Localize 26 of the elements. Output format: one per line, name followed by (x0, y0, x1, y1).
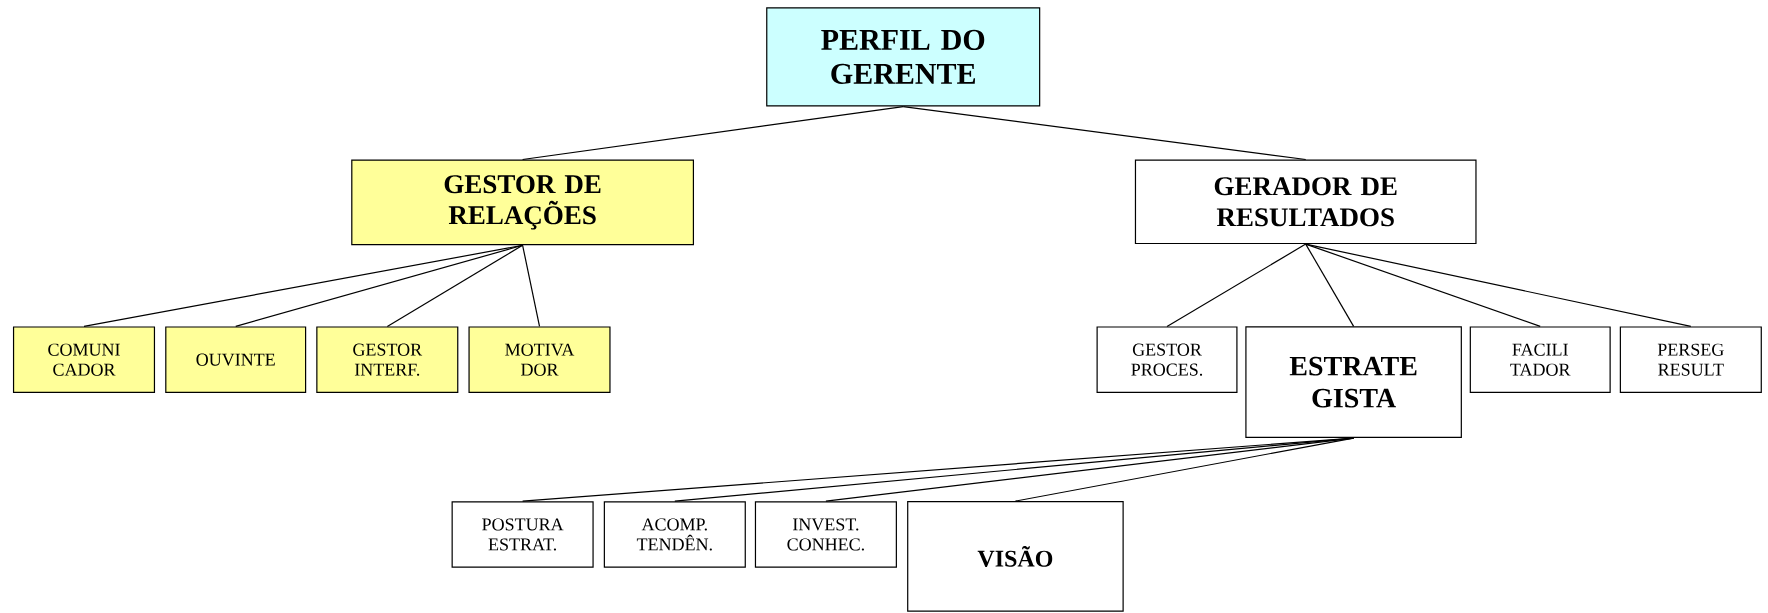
box: VISÃO (907, 501, 1124, 612)
box: MOTIVA DOR (468, 326, 611, 393)
box: GESTOR PROCES. (1096, 326, 1238, 393)
connector-line (674, 437, 1355, 502)
connector-line (1305, 243, 1541, 327)
box: ACOMP. TENDÊN. (603, 501, 746, 568)
box: GERADOR DE RESULTADOS (1134, 159, 1477, 245)
connector-line (1014, 437, 1355, 502)
box: GESTOR DE RELAÇÕES (351, 159, 694, 246)
box: POSTURA ESTRAT. (451, 501, 594, 568)
box: ESTRATE GISTA (1245, 326, 1462, 439)
box: GESTOR INTERF. (316, 326, 459, 393)
connector-line (902, 105, 1307, 161)
connector-line (1305, 243, 1692, 327)
connector-line (235, 244, 524, 327)
connector-line (522, 244, 541, 327)
box: PERSEG RESULT (1619, 326, 1762, 393)
connector-line (522, 105, 904, 161)
connector-line (1305, 243, 1355, 327)
box: INVEST. CONHEC. (754, 501, 897, 568)
box: PERFIL DO GERENTE (766, 7, 1041, 107)
connector-line (386, 244, 524, 327)
box: COMUNI CADOR (12, 326, 156, 393)
connector-line (1166, 243, 1307, 327)
box: FACILI TADOR (1469, 326, 1611, 393)
box: OUVINTE (165, 326, 307, 393)
